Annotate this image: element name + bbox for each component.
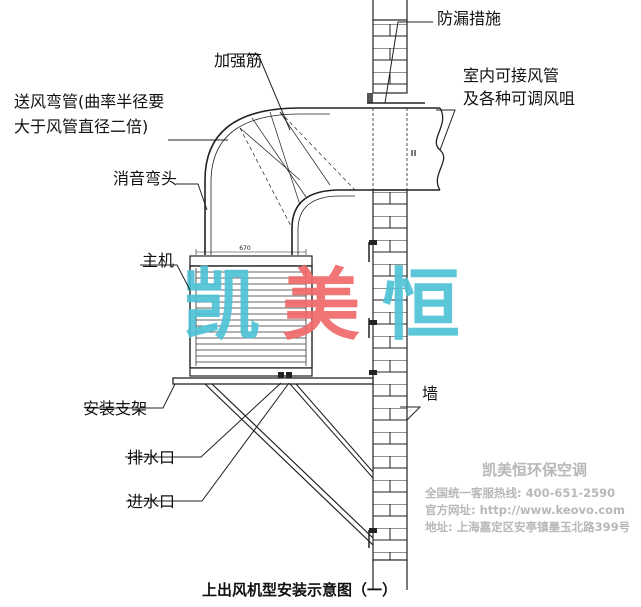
label-elbow-2: 大于风管直径二倍) — [14, 117, 148, 136]
label-reinforcing-rib: 加强筋 — [214, 51, 262, 70]
company-website: 官方网址: http://www.keovo.com — [425, 503, 625, 517]
unit-width-dimension: 670 — [239, 245, 251, 252]
watermark-char-3: 恒 — [382, 261, 460, 351]
supply-elbow-duct — [204, 107, 356, 255]
company-info: 凯美恒环保空调 全国统一客服热线: 400-651-2590 官方网址: htt… — [424, 461, 630, 534]
company-address: 地址: 上海嘉定区安亭镇墨玉北路399号 — [425, 520, 630, 534]
figure-caption: 上出风机型安装示意图（一） — [202, 581, 397, 599]
wall-penetration-duct — [330, 107, 445, 191]
watermark-char-1: 凯 — [182, 261, 260, 351]
label-leak-prevention: 防漏措施 — [437, 9, 501, 28]
label-drain: 排水口 — [127, 448, 175, 467]
brand-watermark: 凯 美 恒 — [182, 261, 460, 351]
mounting-bracket — [172, 240, 377, 548]
leader-lines — [85, 21, 456, 502]
label-silencer-elbow: 消音弯头 — [113, 169, 177, 188]
air-cooler-main-unit: 670 — [189, 245, 313, 382]
label-bracket: 安装支架 — [83, 399, 147, 418]
label-inlet: 进水口 — [127, 492, 175, 511]
label-wall: 墙 — [422, 384, 438, 403]
brick-wall — [372, 0, 408, 590]
label-indoor-duct-2: 及各种可调风咀 — [463, 89, 575, 108]
company-name: 凯美恒环保空调 — [482, 461, 587, 479]
leak-prevention-flashing — [367, 93, 425, 104]
label-main-unit: 主机 — [142, 251, 174, 270]
company-hotline: 全国统一客服热线: 400-651-2590 — [424, 486, 615, 500]
label-elbow-1: 送风弯管(曲率半径要 — [14, 92, 164, 111]
watermark-char-2: 美 — [282, 261, 360, 351]
label-indoor-duct-1: 室内可接风管 — [463, 66, 559, 85]
